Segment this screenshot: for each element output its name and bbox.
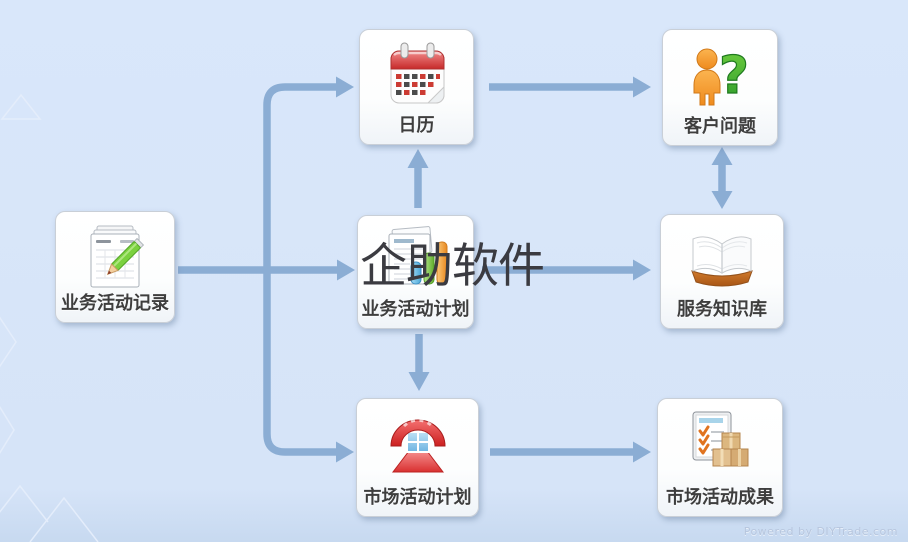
watermark-text: 企助软件 bbox=[360, 239, 545, 294]
node-customer-issue: ? 客户问题 bbox=[662, 29, 778, 146]
checklist-boxes-icon bbox=[692, 411, 749, 467]
arrow-market-plan-to-market-result bbox=[490, 441, 651, 463]
node-label: 客户问题 bbox=[684, 116, 756, 137]
calendar-icon bbox=[390, 42, 444, 104]
person-question-icon: ? bbox=[693, 45, 750, 107]
arrow-activity-plan-to-market-plan bbox=[408, 334, 430, 391]
arrow-activity-plan-to-calendar bbox=[407, 149, 429, 208]
node-market-activity-plan: 市场活动计划 bbox=[356, 398, 479, 517]
node-service-knowledge-base: 服务知识库 bbox=[660, 214, 784, 329]
open-book-icon bbox=[691, 236, 753, 287]
document-pencil-icon bbox=[90, 225, 145, 288]
node-market-activity-result: 市场活动成果 bbox=[657, 398, 783, 517]
report-chart-icon bbox=[388, 226, 447, 285]
node-label: 市场活动计划 bbox=[363, 487, 472, 508]
arrow-calendar-to-customer-issue bbox=[489, 76, 651, 98]
arrow-record-to-activity-plan bbox=[178, 259, 355, 281]
node-business-activity-record: 业务活动记录 bbox=[55, 211, 175, 323]
node-business-activity-plan: 业务活动计划 bbox=[357, 215, 474, 329]
powered-by-credit: Powered by DIYTrade.com bbox=[743, 525, 898, 538]
arrow-record-branch-to-calendar-and-market-plan bbox=[263, 76, 354, 463]
arrow-activity-plan-to-knowledge-base bbox=[482, 259, 651, 281]
reception-booth-icon bbox=[389, 418, 446, 473]
node-label: 服务知识库 bbox=[677, 299, 767, 320]
double-arrow-customer-issue-knowledge-base bbox=[711, 147, 733, 209]
svg-text:?: ? bbox=[719, 46, 749, 106]
node-calendar: 日历 bbox=[359, 29, 474, 145]
node-label: 业务活动记录 bbox=[61, 293, 169, 314]
node-label: 业务活动计划 bbox=[361, 299, 470, 320]
node-label: 日历 bbox=[398, 115, 435, 136]
node-label: 市场活动成果 bbox=[666, 487, 774, 508]
